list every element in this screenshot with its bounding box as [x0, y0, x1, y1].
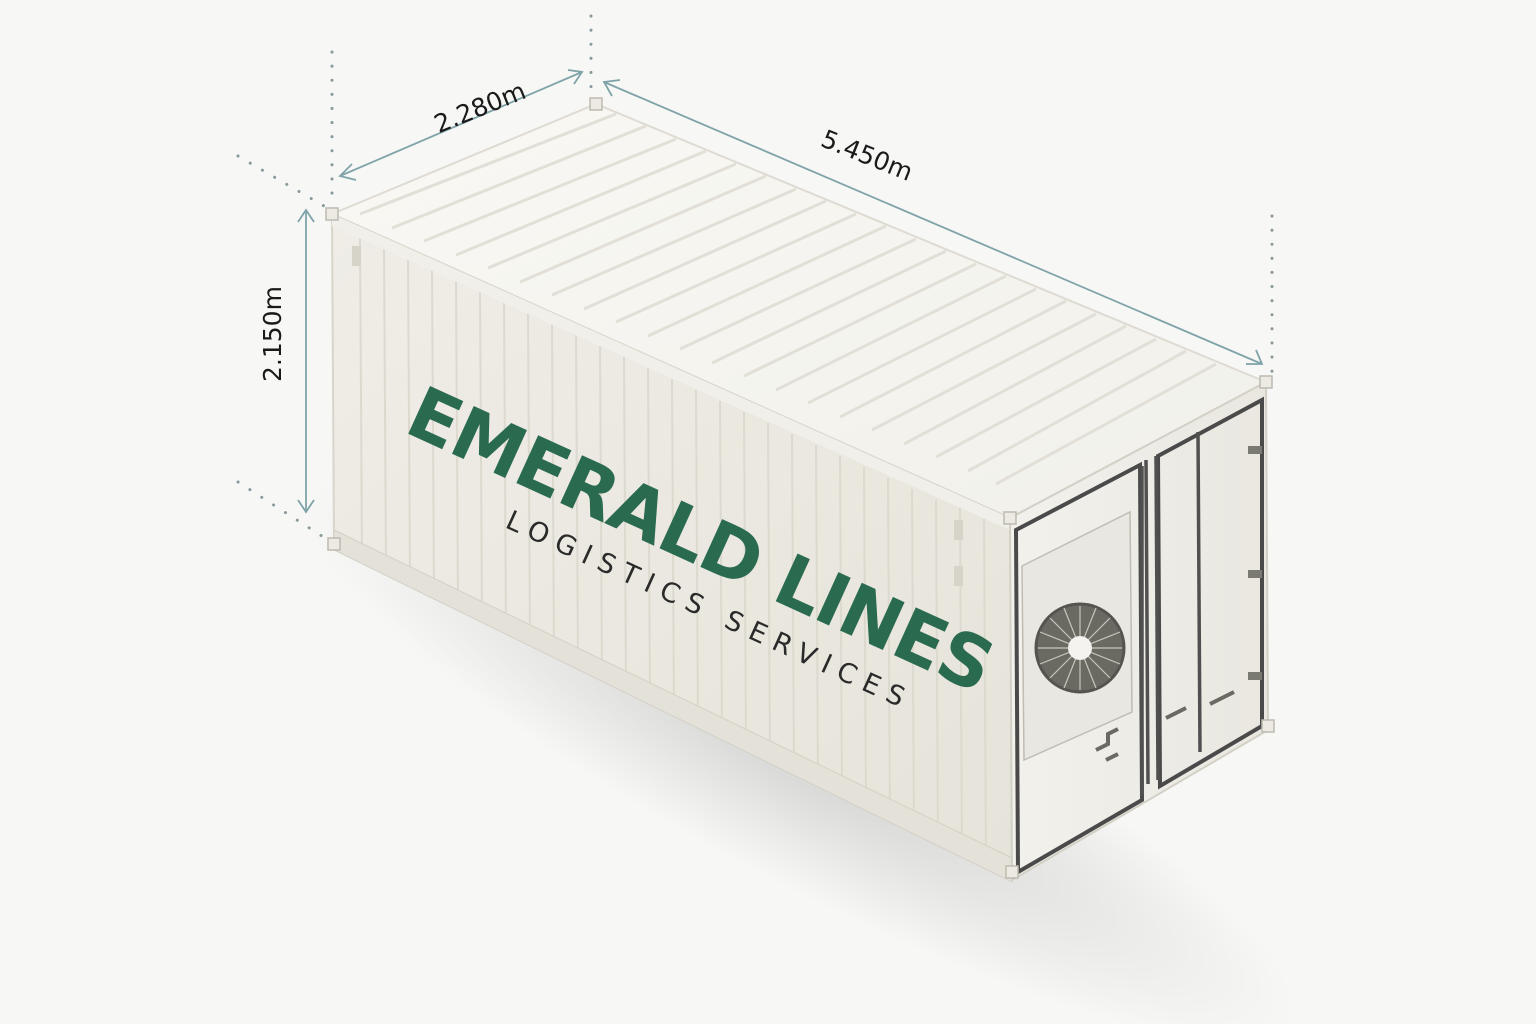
corner-castings: [325, 97, 1275, 879]
container-front-end: [325, 97, 1275, 882]
height-dimension-line: [297, 208, 315, 514]
width-dimension-line: [338, 69, 584, 181]
door-hinges: [1248, 446, 1262, 680]
locking-bars: [1140, 431, 1202, 796]
container-roof: [329, 102, 1269, 520]
vent-slot: [954, 566, 963, 586]
door-handles: [1095, 690, 1235, 762]
vent-slot: [954, 520, 963, 540]
dimension-annotations: [236, 14, 1274, 542]
extension-line: [236, 154, 326, 208]
vent-slot: [352, 246, 361, 266]
length-dimension-line: [602, 79, 1264, 365]
container-side-wall: [330, 212, 1014, 883]
refrigeration-unit: [1021, 510, 1133, 762]
height-dimension-label: 2.150m: [258, 286, 287, 382]
